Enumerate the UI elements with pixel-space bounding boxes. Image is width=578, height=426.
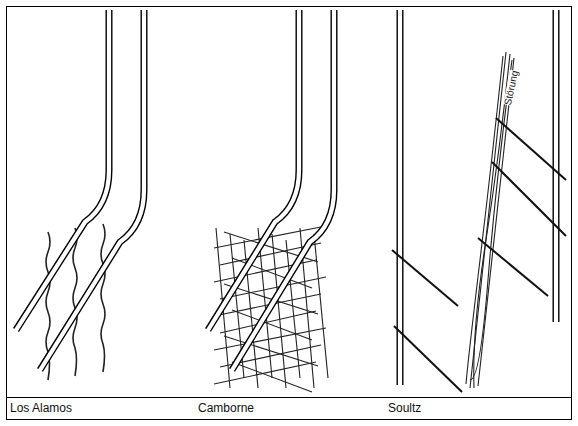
fracture-line (314, 234, 328, 378)
fracture-line (232, 362, 312, 392)
site-label: Soultz (388, 402, 421, 414)
fault-label: Störung (503, 70, 520, 106)
fracture-line (232, 310, 312, 340)
fracture-line (214, 362, 316, 384)
site-label: Camborne (198, 402, 254, 414)
site-label: Los Alamos (10, 402, 72, 414)
fracture-line (272, 234, 286, 388)
